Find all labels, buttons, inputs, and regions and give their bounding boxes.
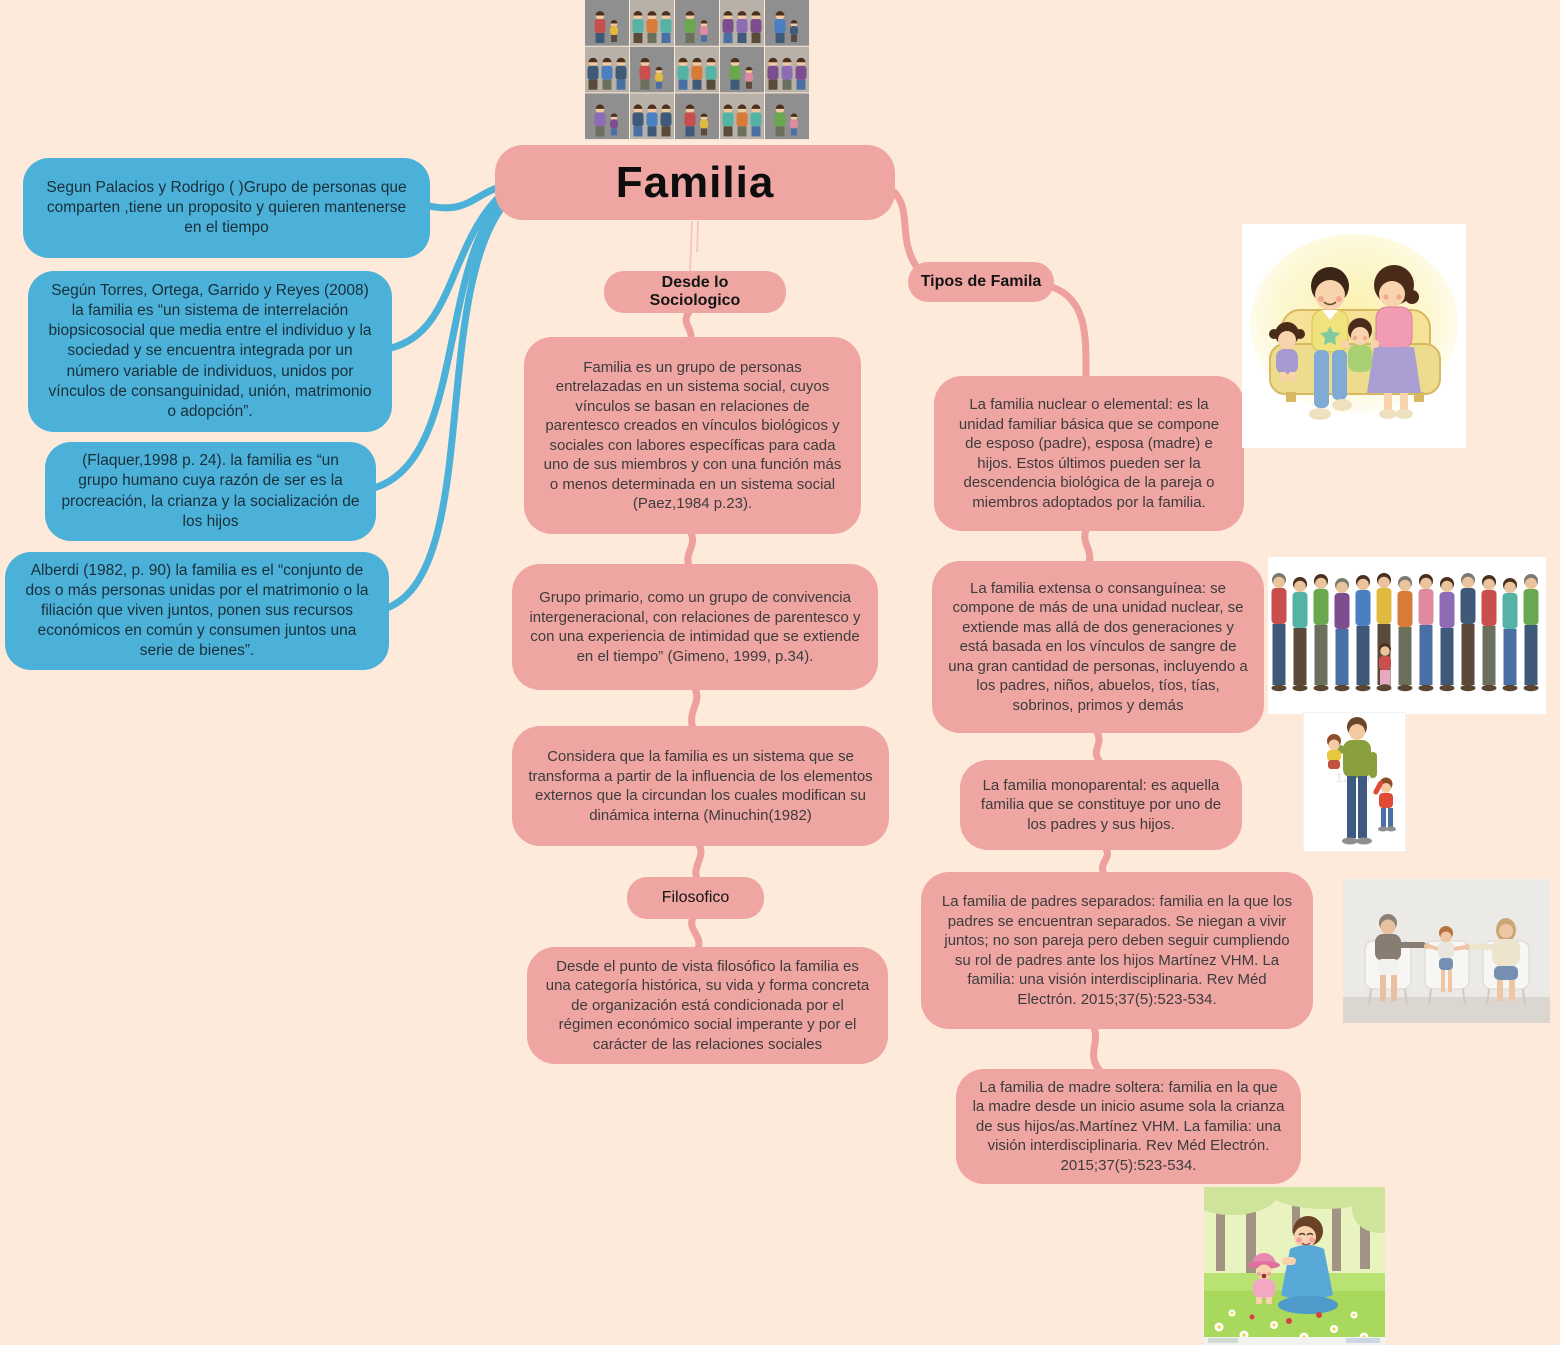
branch-node-tipos-label: Tipos de Famila [920,273,1042,290]
tipo-node-monoparental-label: La familia monoparental: es aquella fami… [980,776,1222,833]
branch-node-filosofico-label: Filosofico [661,889,730,906]
connector-extensa-monoparental [1092,728,1104,766]
sociologico-node-paez[interactable]: Familia es un grupo de personas entrelaz… [524,337,861,534]
nuclear-family-couch-cartoon-image: 123RF [1242,224,1466,448]
sociologico-node-paez-label: Familia es un grupo de personas entrelaz… [543,358,842,513]
connector-definition-1 [425,182,507,212]
branch-node-tipos[interactable]: Tipos de Famila [908,262,1054,302]
connector-sociologico-paez [682,308,695,343]
filosofico-node-text-label: Desde el punto de vista filosófico la fa… [545,957,870,1053]
tipo-node-nuclear-label: La familia nuclear o elemental: es la un… [958,396,1220,511]
sociologico-node-gimeno[interactable]: Grupo primario, como un grupo de convive… [512,564,878,690]
connector-root-sociologico-thin-b [696,220,699,253]
connector-definition-3 [370,195,507,492]
definition-node-flaquer-label: (Flaquer,1998 p. 24). la familia es “un … [61,452,360,530]
tipo-node-extensa[interactable]: La familia extensa o consanguínea: se co… [932,561,1264,733]
family-collage-grid [585,0,809,140]
root-node-label: Familia [615,157,775,207]
connector-minuchin-filosofico [692,841,705,883]
connector-monoparental-separados [1099,845,1111,878]
connector-root-sociologico-thin-a [689,220,693,273]
connector-nuclear-extensa [1081,526,1094,567]
definition-node-alberdi-label: Alberdi (1982, p. 90) la familia es el “… [25,561,369,660]
sociologico-node-minuchin-label: Considera que la familia es un sistema q… [528,748,873,824]
connector-tipos-nuclear [1048,283,1090,382]
single-mother-with-daughter-garden-cartoon-image [1204,1187,1385,1345]
sociologico-node-gimeno-label: Grupo primario, como un grupo de convive… [529,589,861,665]
sociologico-node-minuchin[interactable]: Considera que la familia es un sistema q… [512,726,889,846]
connector-filosofico-box [688,914,703,953]
branch-node-sociologico-label: Desde lo Sociologico [649,274,741,309]
connector-paez-gimeno [684,529,697,570]
filosofico-node-text[interactable]: Desde el punto de vista filosófico la fa… [527,947,888,1064]
tipo-node-extensa-label: La familia extensa o consanguínea: se co… [948,579,1248,714]
connector-root-tipos [890,188,920,270]
connector-definition-4 [383,202,507,612]
definition-node-alberdi[interactable]: Alberdi (1982, p. 90) la familia es el “… [5,552,389,670]
root-node-familia[interactable]: Familia [495,145,895,220]
connector-gimeno-minuchin [688,685,701,732]
tipo-node-nuclear[interactable]: La familia nuclear o elemental: es la un… [934,376,1244,531]
branch-node-filosofico[interactable]: Filosofico [627,877,764,919]
single-father-with-children-cartoon-image: 123RF [1303,712,1406,852]
family-types-collage-image [585,0,810,140]
tipo-node-madre-soltera-label: La familia de madre soltera: familia en … [972,1078,1285,1174]
definition-node-palacios-label: Segun Palacios y Rodrigo ( )Grupo de per… [46,178,407,237]
separated-parents-sitting-photo-image [1343,879,1550,1023]
tipo-node-monoparental[interactable]: La familia monoparental: es aquella fami… [960,760,1242,850]
tipo-node-padres-separados-label: La familia de padres separados: familia … [941,893,1293,1008]
definition-node-flaquer[interactable]: (Flaquer,1998 p. 24). la familia es “un … [45,442,376,541]
extended-family-group-cartoon-image [1268,557,1546,714]
definition-node-torres[interactable]: Según Torres, Ortega, Garrido y Reyes (2… [28,271,392,432]
connector-definition-2 [387,189,507,352]
connector-separados-soltera [1090,1024,1104,1075]
tipo-node-padres-separados[interactable]: La familia de padres separados: familia … [921,872,1313,1029]
branch-node-sociologico[interactable]: Desde lo Sociologico [604,271,786,313]
tipo-node-madre-soltera[interactable]: La familia de madre soltera: familia en … [956,1069,1301,1184]
definition-node-torres-label: Según Torres, Ortega, Garrido y Reyes (2… [48,282,372,420]
definition-node-palacios[interactable]: Segun Palacios y Rodrigo ( )Grupo de per… [23,158,430,258]
